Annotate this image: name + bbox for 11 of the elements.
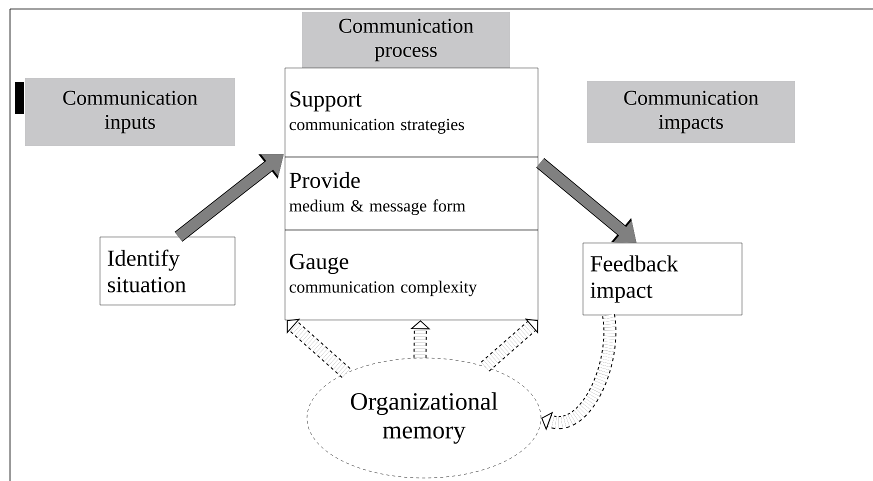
process-box: Provide medium & message form [284,156,538,230]
heading-band: Communication process [302,12,510,68]
block-arrow [541,314,616,431]
block-arrow [480,318,538,372]
block-arrow [286,318,350,378]
process-box: Support communication strategies [284,68,538,158]
heading-band: Communication inputs [25,78,235,146]
heading-band: Communication impacts [587,81,795,143]
process-box: Feedback impact [582,242,742,316]
process-box: Identify situation [100,236,236,306]
process-box: Gauge communication complexity [284,230,538,320]
